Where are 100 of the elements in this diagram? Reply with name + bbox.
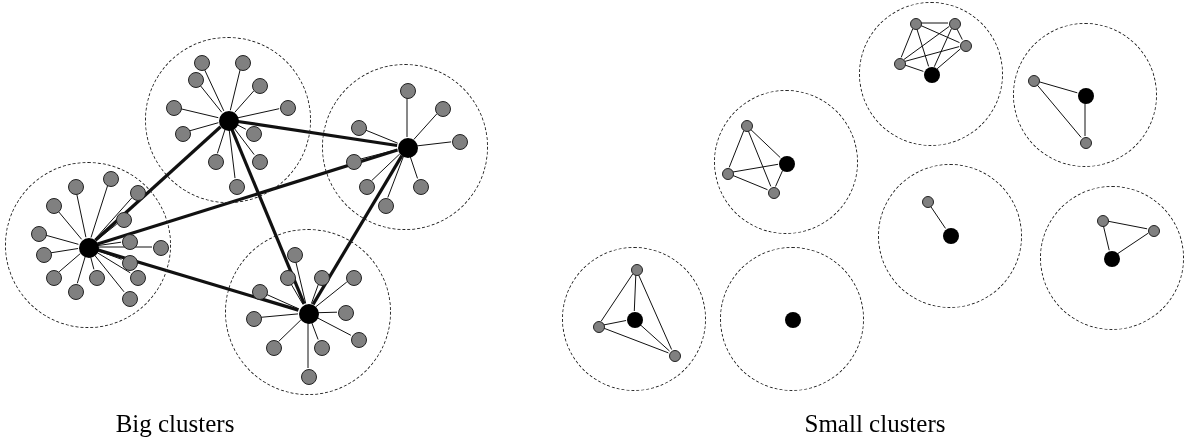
- member-node: [252, 78, 268, 94]
- member-node: [46, 270, 62, 286]
- link-line: [229, 69, 241, 111]
- thick-link-line: [230, 128, 306, 305]
- hub-node: [627, 312, 643, 328]
- member-node: [400, 83, 416, 99]
- link-line: [406, 97, 408, 138]
- member-node: [338, 305, 354, 321]
- link-line: [775, 169, 784, 187]
- thick-link-line: [237, 119, 398, 148]
- member-node: [175, 126, 191, 142]
- member-node: [435, 101, 451, 117]
- link-line: [93, 254, 125, 293]
- member-node: [413, 179, 429, 195]
- hub-node: [398, 138, 418, 158]
- link-line: [310, 284, 319, 305]
- hub-node: [1104, 251, 1120, 267]
- member-node: [351, 332, 367, 348]
- link-line: [416, 141, 452, 147]
- member-node: [593, 321, 605, 333]
- link-line: [749, 128, 781, 158]
- link-line: [97, 246, 153, 248]
- member-node: [36, 247, 52, 263]
- member-node: [314, 270, 330, 286]
- member-node: [351, 120, 367, 136]
- link-line: [90, 185, 109, 238]
- link-line: [1107, 220, 1148, 230]
- member-node: [768, 187, 780, 199]
- link-line: [1102, 225, 1110, 251]
- link-line: [637, 274, 673, 350]
- link-line: [228, 129, 236, 179]
- link-line: [413, 113, 438, 141]
- member-node: [194, 55, 210, 71]
- link-line: [295, 261, 307, 304]
- link-line: [728, 130, 745, 168]
- member-node: [246, 126, 262, 142]
- link-line: [603, 320, 627, 326]
- member-node: [301, 369, 317, 385]
- section-caption: Big clusters: [115, 410, 235, 438]
- link-line: [265, 293, 300, 310]
- link-line: [1036, 84, 1082, 138]
- thick-link-line: [94, 125, 222, 242]
- link-line: [90, 256, 95, 270]
- member-node: [1148, 225, 1160, 237]
- link-line: [904, 64, 924, 72]
- hub-node: [924, 67, 940, 83]
- hub-node: [779, 156, 795, 172]
- link-line: [732, 163, 779, 173]
- member-node: [252, 154, 268, 170]
- section-caption: Small clusters: [804, 410, 946, 438]
- hub-node: [299, 304, 319, 324]
- link-line: [920, 24, 960, 44]
- member-node: [359, 179, 375, 195]
- link-line: [76, 256, 86, 284]
- member-node: [122, 255, 138, 271]
- member-node: [103, 171, 119, 187]
- member-node: [89, 270, 105, 286]
- thick-link-line: [97, 148, 398, 246]
- member-node: [252, 284, 268, 300]
- member-node: [378, 198, 394, 214]
- link-line: [371, 153, 401, 181]
- member-node: [894, 58, 906, 70]
- member-node: [68, 179, 84, 195]
- link-line: [633, 274, 637, 312]
- member-node: [280, 270, 296, 286]
- link-line: [747, 130, 772, 187]
- link-line: [58, 253, 81, 273]
- member-node: [346, 154, 362, 170]
- link-line: [307, 322, 309, 369]
- link-line: [76, 193, 87, 238]
- link-line: [97, 241, 122, 247]
- member-node: [188, 72, 204, 88]
- link-line: [96, 251, 131, 274]
- member-node: [1097, 215, 1109, 227]
- link-line: [1038, 81, 1078, 94]
- link-line: [234, 90, 255, 113]
- member-node: [46, 198, 62, 214]
- link-line: [916, 28, 930, 67]
- member-node: [314, 340, 330, 356]
- member-node: [116, 212, 132, 228]
- hub-node: [943, 228, 959, 244]
- link-line: [203, 68, 225, 112]
- member-node: [910, 18, 922, 30]
- link-line: [57, 210, 83, 240]
- member-node: [122, 234, 138, 250]
- link-line: [904, 46, 960, 62]
- member-node: [235, 55, 251, 71]
- link-line: [920, 22, 949, 24]
- link-line: [900, 28, 914, 58]
- thick-link-line: [311, 154, 404, 306]
- hub-node: [219, 111, 239, 131]
- member-node: [68, 284, 84, 300]
- link-line: [290, 283, 304, 305]
- hub-node: [1078, 88, 1094, 104]
- member-node: [960, 40, 972, 52]
- link-line: [237, 108, 280, 119]
- link-line: [316, 317, 352, 336]
- link-line: [1117, 232, 1149, 255]
- member-node: [122, 291, 138, 307]
- hub-node: [79, 238, 99, 258]
